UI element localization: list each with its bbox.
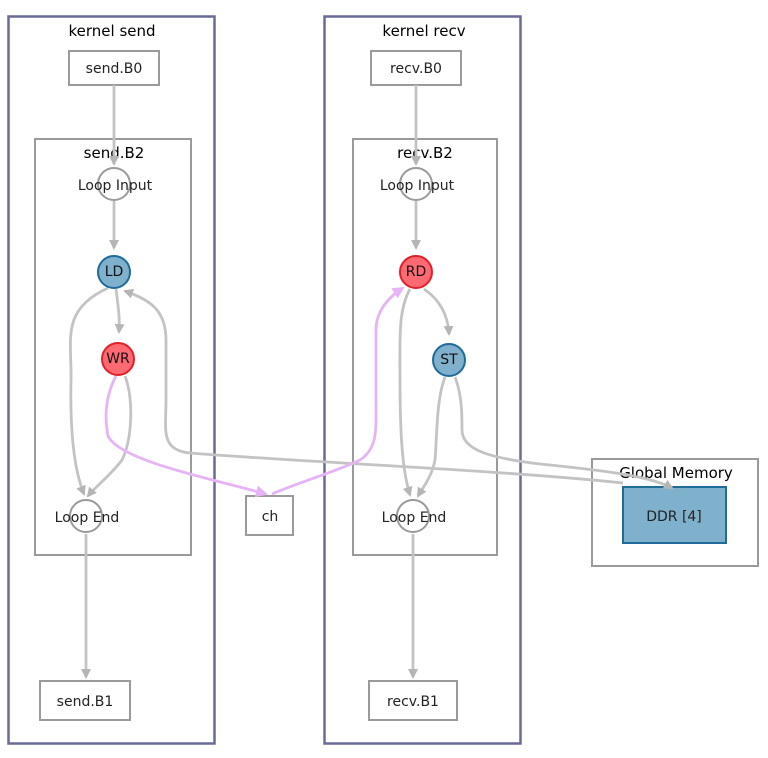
edge-ld-loopend [68, 286, 109, 496]
channel-node[interactable] [245, 495, 294, 536]
kernel-recv-border [323, 15, 522, 745]
block-recv-b1-label: recv.B1 [387, 694, 439, 710]
channel-label: ch [262, 509, 279, 525]
send-loop-nodes: Loop Input LD WR Loop End [55, 167, 153, 533]
block-send-b1-label: send.B1 [57, 694, 114, 710]
op-wr-node[interactable] [101, 342, 135, 376]
kernel-send-title: kernel send [68, 22, 155, 40]
edge-ddr-ld [123, 289, 624, 485]
edge-st-ddr [453, 376, 674, 490]
op-wr-label: WR [106, 351, 130, 367]
ddr-node[interactable] [622, 486, 727, 544]
op-rd-label: RD [406, 264, 427, 280]
send-loop-end-node[interactable] [69, 499, 103, 533]
block-recv-b1[interactable] [368, 680, 458, 721]
edge-ld-wr [114, 288, 125, 334]
recv-loop-nodes: Loop Input RD ST Loop End [380, 167, 466, 533]
op-ld-node[interactable] [97, 255, 131, 289]
block-send-b1[interactable] [39, 680, 131, 721]
edge-ch-rd [271, 286, 405, 496]
edges [68, 85, 674, 679]
op-rd-node[interactable] [399, 255, 433, 289]
edge-st-loopend [416, 376, 447, 498]
global-memory-title: Global Memory [619, 464, 733, 482]
edge-wr-loopend [86, 375, 133, 498]
kernel-recv-title: kernel recv [382, 22, 465, 40]
send-loop-input-node[interactable] [97, 167, 131, 201]
block-recv-b0-label: recv.B0 [390, 61, 442, 77]
kernel-send: kernel send send.B0 send.B2 send.B1 [7, 15, 216, 745]
recv-loop-input-node[interactable] [399, 167, 433, 201]
block-send-b0-label: send.B0 [86, 61, 143, 77]
op-st-node[interactable] [432, 343, 466, 377]
ddr-label: DDR [4] [646, 509, 702, 525]
edge-rd-st [423, 287, 454, 336]
global-memory-border [591, 458, 759, 567]
cluster-recv-b2-title: recv.B2 [397, 144, 453, 162]
block-recv-b0[interactable] [370, 50, 462, 86]
edge-rd-loopend [398, 288, 413, 497]
recv-loop-input-label: Loop Input [380, 178, 455, 194]
op-ld-label: LD [105, 264, 124, 280]
recv-loop-end-node[interactable] [396, 499, 430, 533]
send-loop-end-label: Loop End [55, 510, 120, 526]
cluster-recv-b2 [352, 138, 498, 556]
kernel-recv: kernel recv recv.B0 recv.B2 recv.B1 [323, 15, 522, 745]
op-st-label: ST [440, 352, 458, 368]
kernel-send-border [7, 15, 216, 745]
edge-wr-ch [104, 375, 268, 498]
recv-loop-end-label: Loop End [382, 510, 447, 526]
send-loop-input-label: Loop Input [78, 178, 153, 194]
global-memory: Global Memory DDR [4] [591, 458, 759, 567]
